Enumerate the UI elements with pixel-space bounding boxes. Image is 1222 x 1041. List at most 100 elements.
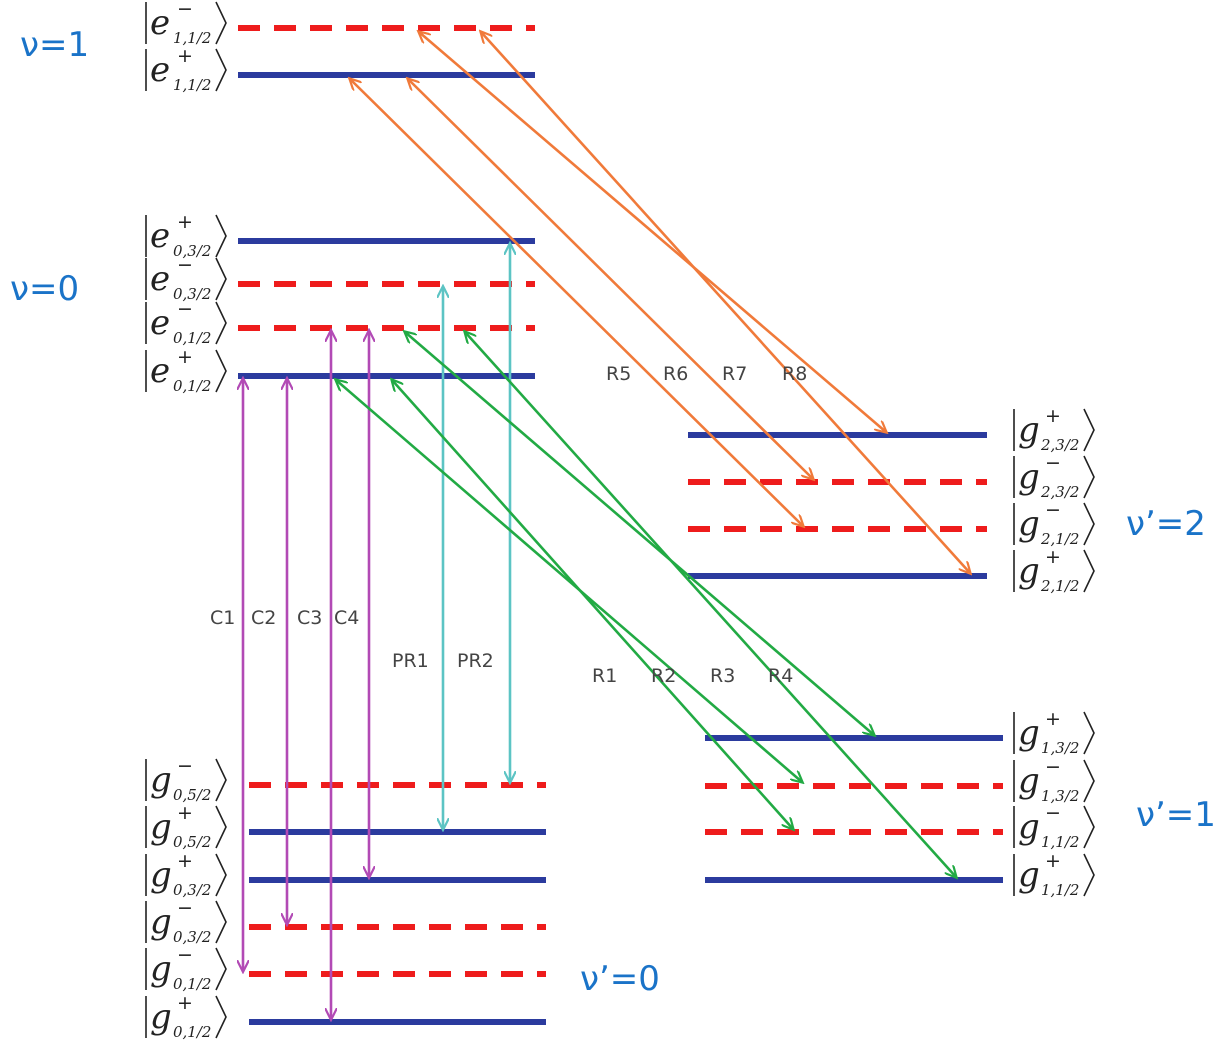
ket-parity-sign: − <box>1045 756 1061 778</box>
ket-subscript: 1,3/2 <box>1041 787 1079 805</box>
ket-g-2-1-2-p: g+2,1/2 <box>1013 546 1095 595</box>
ket-right-angle <box>215 349 227 393</box>
transition-label-r8: R8 <box>782 363 807 385</box>
ket-parity-sign: − <box>1045 499 1061 521</box>
transition-label-r3: R3 <box>710 665 735 687</box>
ket-letter: e <box>150 351 170 391</box>
transition-label-c2: C2 <box>251 607 276 629</box>
ket-right-angle <box>1083 408 1095 452</box>
energy-levels <box>238 25 1003 1025</box>
ket-parity-sign: + <box>1045 546 1061 568</box>
ket-parity-sign: − <box>1045 452 1061 474</box>
ket-e-0-3-2-m: e−0,3/2 <box>145 254 227 303</box>
vib-label-v0: ν=0 <box>10 269 79 309</box>
ket-right-angle <box>1083 455 1095 499</box>
ket-letter: g <box>1018 807 1040 847</box>
ket-g-1-1-2-p: g+1,1/2 <box>1013 850 1095 899</box>
ket-parity-sign: − <box>177 755 193 777</box>
ket-parity-sign: − <box>177 897 193 919</box>
ket-letter: g <box>150 997 172 1037</box>
ket-subscript: 0,3/2 <box>173 285 211 303</box>
ket-subscript: 0,1/2 <box>173 1023 211 1041</box>
ket-subscript: 0,3/2 <box>173 928 211 946</box>
ket-right-angle <box>215 1 227 45</box>
ket-letter: e <box>150 216 170 256</box>
ket-letter: g <box>150 855 172 895</box>
ket-subscript: 1,1/2 <box>173 76 211 94</box>
transition-arrow-r1 <box>392 380 793 829</box>
transition-label-r2: R2 <box>651 665 676 687</box>
vib-label-vp0: ν’=0 <box>580 959 660 999</box>
ket-right-angle <box>215 48 227 92</box>
vib-label-vp2: ν’=2 <box>1126 504 1206 544</box>
ket-g-1-1-2-m: g− 1,1/2 <box>1013 802 1095 851</box>
transition-label-pr2: PR2 <box>457 650 494 672</box>
transition-arrow-r4 <box>405 332 874 735</box>
ket-parity-sign: − <box>1045 802 1061 824</box>
transition-arrow-r2 <box>336 380 802 782</box>
ket-right-angle <box>215 995 227 1039</box>
ket-right-angle <box>215 758 227 802</box>
ket-letter: g <box>150 902 172 942</box>
ket-parity-sign: + <box>177 850 193 872</box>
ket-e-1-1-2-p: e +1,1/2 <box>145 45 227 94</box>
ket-letter: e <box>150 3 170 43</box>
ket-letter: g <box>150 760 172 800</box>
ket-subscript: 1,1/2 <box>1041 833 1079 851</box>
ket-right-angle <box>215 900 227 944</box>
ket-parity-sign: + <box>1045 850 1061 872</box>
ket-g-0-3-2-m: g− 0,3/2 <box>145 897 227 946</box>
ket-letter: e <box>150 50 170 90</box>
transition-arrow-r3 <box>465 332 956 877</box>
transition-label-c1: C1 <box>210 607 235 629</box>
ket-parity-sign: − <box>177 254 193 276</box>
transition-label-r7: R7 <box>722 363 747 385</box>
vib-label-v1: ν=1 <box>20 25 89 65</box>
ket-parity-sign: + <box>177 45 193 67</box>
ket-parity-sign: + <box>1045 405 1061 427</box>
ket-right-angle <box>1083 805 1095 849</box>
ket-subscript: 1,3/2 <box>1041 739 1079 757</box>
transition-label-r1: R1 <box>592 665 617 687</box>
ket-subscript: 0,1/2 <box>173 975 211 993</box>
ket-subscript: 2,1/2 <box>1040 530 1079 548</box>
ket-e-0-3-2-p: e +0,3/2 <box>145 211 227 260</box>
ket-parity-sign: − <box>177 0 193 20</box>
ket-subscript: 0,1/2 <box>173 377 211 395</box>
ket-subscript: 0,1/2 <box>173 329 211 347</box>
ket-letter: g <box>150 949 172 989</box>
ket-letter: g <box>1018 713 1040 753</box>
ket-parity-sign: − <box>177 298 193 320</box>
ket-subscript: 2,1/2 <box>1040 577 1079 595</box>
ket-letter: e <box>150 303 170 343</box>
ket-parity-sign: + <box>177 992 193 1014</box>
ket-parity-sign: + <box>177 211 193 233</box>
ket-letter: g <box>1018 761 1040 801</box>
ket-right-angle <box>215 947 227 991</box>
ket-parity-sign: + <box>177 802 193 824</box>
ket-g-0-1-2-p: g+0,1/2 <box>145 992 227 1041</box>
ket-right-angle <box>215 853 227 897</box>
ket-right-angle <box>1083 759 1095 803</box>
ket-g-2-3-2-m: g−2,3/2 <box>1013 452 1095 501</box>
transitions <box>243 32 970 1019</box>
ket-parity-sign: − <box>177 944 193 966</box>
ket-e-1-1-2-m: e− 1,1/2 <box>145 0 227 47</box>
ket-right-angle <box>215 301 227 345</box>
ket-g-0-1-2-m: g− 0,1/2 <box>145 944 227 993</box>
ket-subscript: 0,3/2 <box>173 242 211 260</box>
ket-right-angle <box>215 805 227 849</box>
ket-subscript: 1,1/2 <box>173 29 211 47</box>
ket-g-1-3-2-m: g− 1,3/2 <box>1013 756 1095 805</box>
transition-arrow-r8 <box>419 32 886 432</box>
transition-arrow-r7 <box>481 32 970 573</box>
ket-e-0-1-2-p: e+0,1/2 <box>145 346 227 395</box>
ket-subscript: 1,1/2 <box>1041 881 1079 899</box>
ket-g-2-3-2-p: g+2,3/2 <box>1013 405 1095 454</box>
transition-label-r6: R6 <box>663 363 688 385</box>
ket-letter: g <box>1018 855 1040 895</box>
transition-label-c3: C3 <box>297 607 322 629</box>
transition-label-r5: R5 <box>606 363 631 385</box>
